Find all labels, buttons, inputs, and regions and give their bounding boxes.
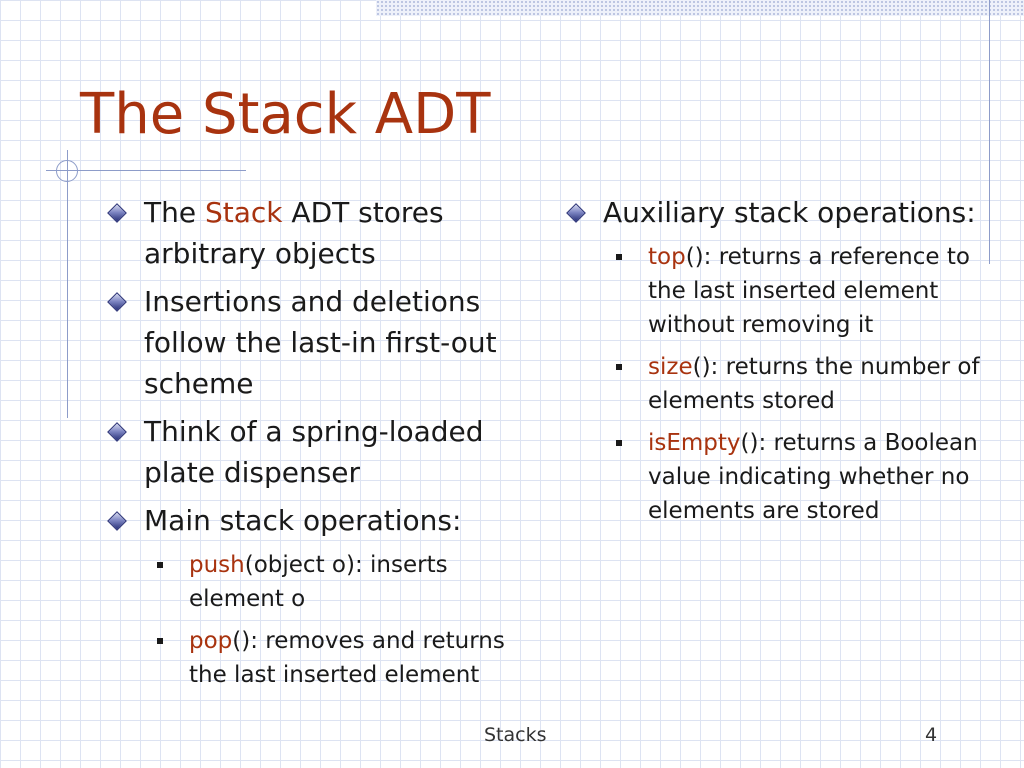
right-column: Auxiliary stack operations: top(): retur… (563, 192, 1003, 536)
bullet-text: The (144, 196, 205, 229)
highlight-size: size (648, 354, 693, 380)
highlight-push: push (189, 552, 245, 578)
square-bullet-icon (616, 364, 622, 370)
sub-item-top: top(): returns a reference to the last i… (608, 240, 1003, 342)
diamond-bullet-icon (107, 203, 127, 223)
sub-item-text: (): returns a Boolean value indicating w… (648, 430, 978, 524)
sub-item-size: size(): returns the number of elements s… (608, 350, 1003, 418)
diamond-bullet-icon (107, 511, 127, 531)
slide-title: The Stack ADT (80, 82, 491, 147)
bullet-text: Think of a spring-loaded plate dispenser (144, 415, 484, 489)
square-bullet-icon (616, 440, 622, 446)
diamond-bullet-icon (107, 292, 127, 312)
bullet-main-operations: Main stack operations: (104, 500, 544, 541)
highlight-isempty: isEmpty (648, 430, 741, 456)
bullet-text: ADT stores arbitrary objects (144, 196, 444, 270)
left-vertical-rule (67, 150, 68, 418)
title-underline-rule (46, 170, 246, 171)
sub-item-text: (object o): inserts element o (189, 552, 448, 612)
bullet-text: Insertions and deletions follow the last… (144, 285, 497, 400)
sub-item-text: (): removes and returns the last inserte… (189, 628, 505, 688)
highlight-stack: Stack (204, 196, 283, 229)
crosshair-circle-icon (56, 160, 78, 182)
right-vertical-rule (989, 0, 990, 264)
highlight-pop: pop (189, 628, 233, 654)
sub-item-push: push(object o): inserts element o (149, 548, 544, 616)
sub-item-isempty: isEmpty(): returns a Boolean value indic… (608, 426, 1003, 528)
bullet-stack-stores: The Stack ADT stores arbitrary objects (104, 192, 544, 274)
sub-item-text: (): returns a reference to the last inse… (648, 244, 970, 338)
bullet-text: Auxiliary stack operations: (603, 196, 976, 229)
bullet-plate-dispenser: Think of a spring-loaded plate dispenser (104, 411, 544, 493)
top-decorative-band (376, 0, 1024, 16)
page-number: 4 (925, 724, 938, 746)
bullet-lifo: Insertions and deletions follow the last… (104, 281, 544, 404)
sub-item-text: (): returns the number of elements store… (648, 354, 980, 414)
bullet-auxiliary-operations: Auxiliary stack operations: (563, 192, 1003, 233)
square-bullet-icon (157, 638, 163, 644)
left-column: The Stack ADT stores arbitrary objects I… (104, 192, 544, 700)
footer-label: Stacks (484, 724, 547, 746)
sub-item-pop: pop(): removes and returns the last inse… (149, 624, 544, 692)
highlight-top: top (648, 244, 686, 270)
diamond-bullet-icon (566, 203, 586, 223)
bullet-text: Main stack operations: (144, 504, 462, 537)
square-bullet-icon (157, 562, 163, 568)
diamond-bullet-icon (107, 422, 127, 442)
square-bullet-icon (616, 254, 622, 260)
